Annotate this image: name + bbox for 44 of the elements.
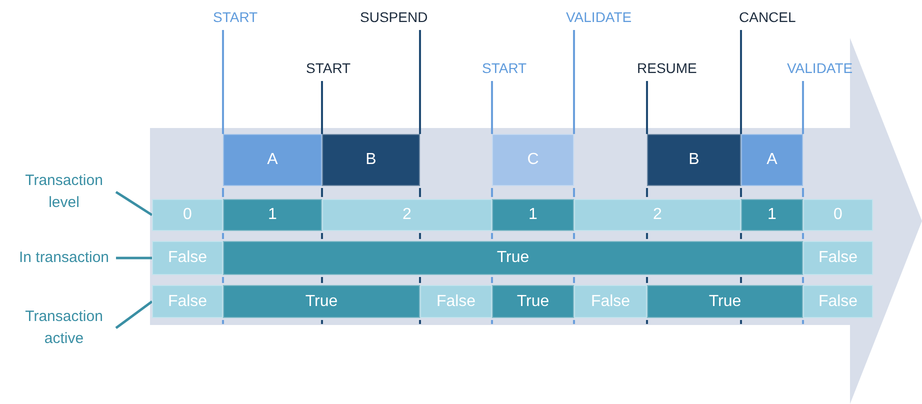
row-label: In transaction — [12, 234, 116, 282]
leader-line — [115, 190, 153, 216]
event-label: SUSPEND — [360, 9, 428, 27]
event-label: RESUME — [637, 60, 697, 78]
state-cell: 1 — [741, 199, 803, 231]
row-label: Transaction active — [12, 304, 116, 352]
event-line — [222, 30, 224, 134]
state-cell: False — [574, 285, 647, 318]
row-label: Transaction level — [12, 168, 116, 216]
state-cell: False — [420, 285, 492, 318]
state-cell: False — [803, 285, 873, 318]
state-cell: 0 — [152, 199, 223, 231]
event-line — [491, 81, 493, 134]
state-cell: True — [647, 285, 803, 318]
segment-block: C — [492, 134, 574, 186]
event-label: START — [213, 9, 258, 27]
event-line — [321, 81, 323, 134]
segment-block: B — [647, 134, 741, 186]
event-line — [419, 30, 421, 134]
event-label: VALIDATE — [787, 60, 853, 78]
state-cell: 1 — [492, 199, 574, 231]
state-cell: False — [152, 285, 223, 318]
state-cell: True — [492, 285, 574, 318]
event-label: CANCEL — [739, 9, 796, 27]
state-cell: 2 — [322, 199, 492, 231]
state-cell: 0 — [803, 199, 873, 231]
segment-block: A — [741, 134, 803, 186]
event-line — [646, 81, 648, 134]
event-line — [573, 30, 575, 134]
state-cell: True — [223, 241, 803, 275]
segment-block: A — [223, 134, 322, 186]
state-cell: True — [223, 285, 420, 318]
leader-line — [115, 300, 153, 329]
event-line — [740, 30, 742, 134]
state-cell: 1 — [223, 199, 322, 231]
leader-line — [116, 256, 152, 260]
event-label: VALIDATE — [566, 9, 632, 27]
segment-block: B — [322, 134, 420, 186]
state-cell: False — [803, 241, 873, 275]
event-label: START — [482, 60, 527, 78]
state-cell: False — [152, 241, 223, 275]
state-cell: 2 — [574, 199, 741, 231]
event-line — [802, 81, 804, 134]
event-label: START — [306, 60, 351, 78]
